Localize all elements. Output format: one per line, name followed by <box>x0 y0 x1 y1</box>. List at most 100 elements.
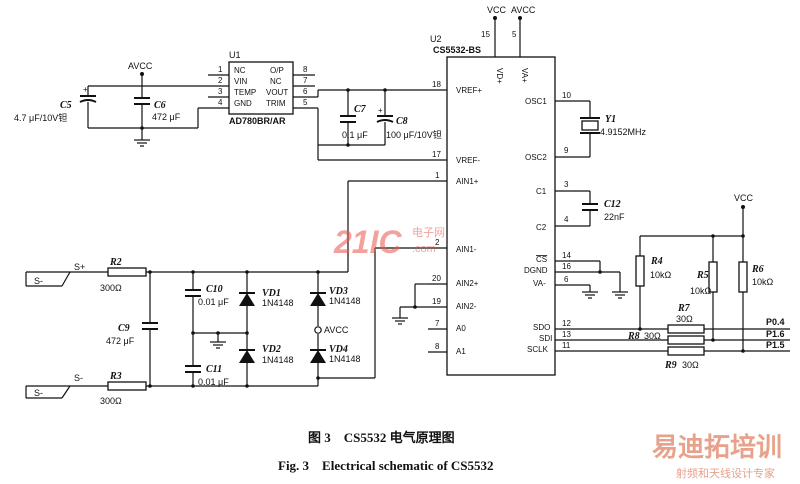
u1-ref: U1 <box>229 50 241 60</box>
r9-value: 30Ω <box>682 360 699 370</box>
u2-pin12-num: 12 <box>562 319 571 328</box>
u2-vd-name: VD+ <box>495 68 504 84</box>
u1-pin3-num: 3 <box>218 87 223 96</box>
avcc-label-left: AVCC <box>128 61 153 71</box>
r3-value: 300Ω <box>100 396 122 406</box>
avcc-label-top: AVCC <box>511 5 536 15</box>
u1-pin4-num: 4 <box>218 98 223 107</box>
c6-ref: C6 <box>154 100 166 111</box>
u2-vrefn-name: VREF- <box>456 156 480 165</box>
watermark-21ic: 21IC 电子网 .com <box>333 224 445 260</box>
r8-value: 30Ω <box>644 331 661 341</box>
vd2-value: 1N4148 <box>262 355 294 365</box>
watermark-21ic-sub2: .com <box>412 243 436 255</box>
c10-capacitor: C10 0.01 μF <box>185 272 229 333</box>
c8-ref: C8 <box>396 116 408 127</box>
r2-resistor: R2 300Ω <box>100 257 147 293</box>
c9-capacitor: C9 472 μF <box>106 272 158 386</box>
c12-capacitor: C12 22nF <box>582 191 625 226</box>
u1-pin4-name: GND <box>234 99 252 108</box>
u2-c2-name: C2 <box>536 223 547 232</box>
r6-ref: R6 <box>751 264 764 275</box>
r3-resistor: R3 300Ω <box>100 371 147 406</box>
r6-resistor: R6 10kΩ <box>738 236 774 351</box>
connector-s-minus: S- S- <box>25 373 108 399</box>
u1-pin2-name: VIN <box>234 77 248 86</box>
conn-s-minus-right: S- <box>74 373 83 383</box>
r5-value: 10kΩ <box>690 286 712 296</box>
u1-body <box>228 61 294 115</box>
conn-s-minus-left: S- <box>34 388 43 398</box>
u2-pin20-num: 20 <box>432 274 441 283</box>
u2-pin8-num: 8 <box>435 342 440 351</box>
r7-value: 30Ω <box>676 314 693 324</box>
u2-pin6-num: 6 <box>564 275 569 284</box>
u2-pin3-num: 3 <box>564 180 569 189</box>
r2-ref: R2 <box>109 257 122 268</box>
r9-ref: R9 <box>664 360 677 371</box>
u2-dgnd-name: DGND <box>524 266 548 275</box>
svg-text:+: + <box>378 106 383 115</box>
c6-capacitor: C6 472 μF <box>134 86 199 147</box>
r8-ref: R8 <box>627 331 640 342</box>
c11-capacitor: C11 0.01 μF <box>185 333 229 387</box>
u2-sclk-name: SCLK <box>527 345 549 354</box>
u1-pin7-name: NC <box>270 77 282 86</box>
c7-capacitor: C7 0.1 μF <box>340 90 368 145</box>
watermark-21ic-logo: 21IC <box>333 224 402 260</box>
u2-ain2p-name: AIN2+ <box>456 279 479 288</box>
caption-cn: 图 3 CS5532 电气原理图 <box>308 430 455 445</box>
u2-osc2-name: OSC2 <box>525 153 547 162</box>
vd4-ref: VD4 <box>329 344 348 355</box>
u1-pin3-name: TEMP <box>234 88 256 97</box>
y1-crystal: Y1 4.9152MHz <box>580 101 647 157</box>
u1-part: AD780BR/AR <box>229 116 286 126</box>
u2-ref: U2 <box>430 34 442 44</box>
u2-pin18-num: 18 <box>432 80 441 89</box>
c5-value: 4.7 μF/10V钽 <box>14 112 67 123</box>
c12-value: 22nF <box>604 212 625 222</box>
vd1-value: 1N4148 <box>262 298 294 308</box>
u2-vrefp-name: VREF+ <box>456 86 482 95</box>
u2-pin13-num: 13 <box>562 330 571 339</box>
r7-ref: R7 <box>677 303 691 314</box>
vcc-label-right: VCC <box>734 193 754 203</box>
u2-pin4-num: 4 <box>564 215 569 224</box>
u2-pin7-num: 7 <box>435 319 440 328</box>
watermark-corner-title: 易迪拓培训 <box>652 433 782 463</box>
u2-pin16-num: 16 <box>562 262 571 271</box>
u2-osc1-name: OSC1 <box>525 97 547 106</box>
u2-pin15-num: 15 <box>481 30 490 39</box>
u2-pin10-num: 10 <box>562 91 571 100</box>
u2-pin5-num: 5 <box>512 30 517 39</box>
u1-pin2-num: 2 <box>218 76 223 85</box>
u2-pin11-num: 11 <box>562 341 571 350</box>
r3-ref: R3 <box>109 371 122 382</box>
u2-pin17-num: 17 <box>432 150 441 159</box>
watermark-21ic-sub1: 电子网 <box>412 226 445 239</box>
r4-ref: R4 <box>650 256 663 267</box>
r4-value: 10kΩ <box>650 270 672 280</box>
vd2-ref: VD2 <box>262 344 281 355</box>
r4-resistor: R4 10kΩ <box>635 236 672 329</box>
u2-va-name: VA+ <box>520 68 529 83</box>
port-p04: P0.4 <box>766 317 785 327</box>
r9-resistor: R9 30Ω <box>664 346 705 371</box>
port-p16: P1.6 <box>766 329 785 339</box>
r5-ref: R5 <box>696 270 709 281</box>
conn-s-plus-right: S+ <box>74 262 85 272</box>
r2-value: 300Ω <box>100 283 122 293</box>
c7-value: 0.1 μF <box>342 130 368 140</box>
u1-pin1-num: 1 <box>218 65 223 74</box>
vd1-ref: VD1 <box>262 288 281 299</box>
u2-cs5532: U2 CS5532-BS VCC AVCC 15 5 VD+ VA+ VREF+… <box>428 5 680 376</box>
u1-pin5-name: TRIM <box>266 99 286 108</box>
c12-ref: C12 <box>604 199 621 210</box>
c6-value: 472 μF <box>152 112 181 122</box>
u2-pin9-num: 9 <box>564 146 569 155</box>
u2-c1-name: C1 <box>536 187 547 196</box>
u2-pin14-num: 14 <box>562 251 571 260</box>
vd3-diode: VD3 1N4148 <box>310 272 361 326</box>
avcc-node-label: AVCC <box>324 325 349 335</box>
u2-cs-name: CS <box>536 255 547 264</box>
